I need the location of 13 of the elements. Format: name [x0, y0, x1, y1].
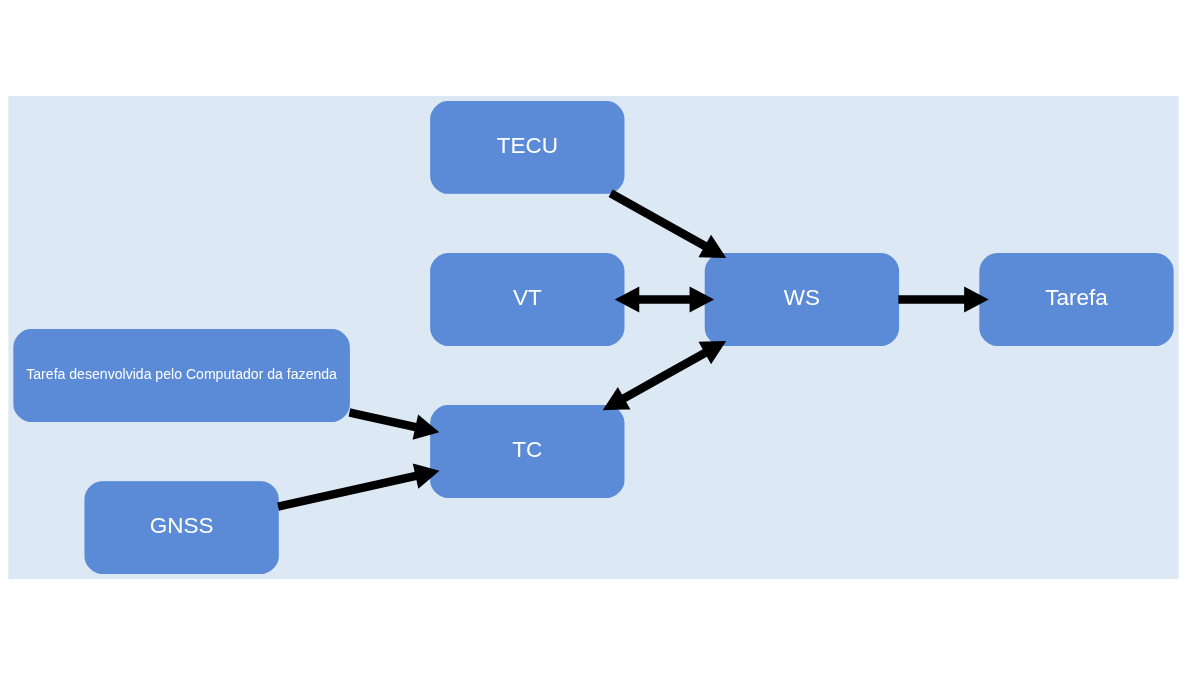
- arrow: [608, 189, 727, 258]
- arrow: [277, 462, 440, 511]
- node-box: GNSS: [84, 480, 279, 574]
- node-box: WS: [704, 252, 900, 346]
- arrow: [348, 407, 440, 440]
- node-box: TECU: [430, 100, 625, 194]
- node-box: TC: [430, 404, 625, 498]
- node-box: VT: [430, 252, 625, 346]
- arrow: [898, 286, 989, 312]
- arrow: [602, 340, 727, 410]
- node-box: Tarefa desenvolvida pelo Computador da fazenda: [13, 328, 350, 422]
- node-box: Tarefa: [979, 252, 1174, 346]
- arrow: [614, 286, 715, 312]
